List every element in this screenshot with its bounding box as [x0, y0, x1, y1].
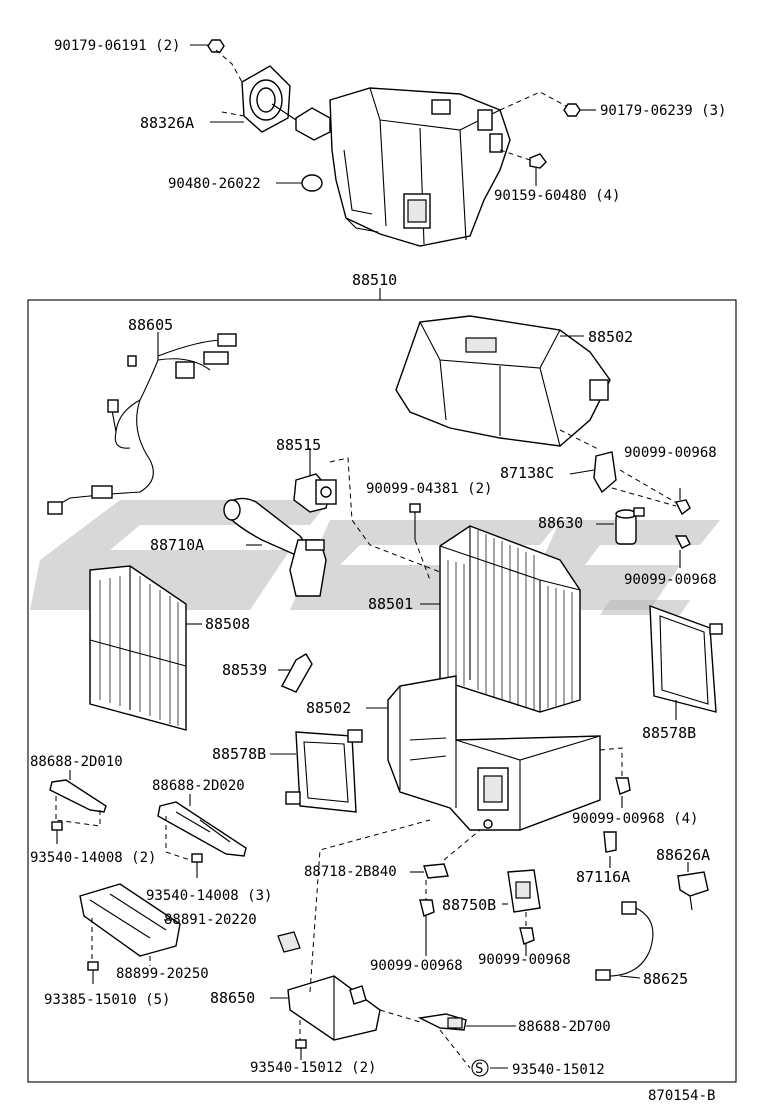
part-88688-2D010 — [49, 779, 107, 813]
screw-93540-14008-3 — [191, 853, 203, 878]
blower-unit-top — [295, 87, 511, 247]
label-87116A: 87116A — [576, 868, 630, 886]
part-88508-filter — [89, 565, 187, 731]
label-93540-14008-2: 93540-14008 (2) — [30, 850, 156, 866]
label-88539: 88539 — [222, 661, 267, 679]
label-88650: 88650 — [210, 989, 255, 1007]
s-mark-circle — [471, 1059, 489, 1077]
label-93540-14008-3: 93540-14008 (3) — [146, 888, 272, 904]
label-88718-2B840: 88718-2B840 — [304, 864, 397, 880]
part-88750B — [507, 869, 541, 913]
part-88502-upper-case — [395, 315, 611, 447]
evaporator-fins — [447, 530, 573, 710]
part-88718-2B840 — [423, 863, 449, 879]
label-90099-00968-a: 90099-00968 — [624, 445, 717, 461]
label-88605: 88605 — [128, 316, 173, 334]
label-88891-20220: 88891-20220 — [164, 912, 257, 928]
screw-93540-15012-2 — [295, 1039, 307, 1060]
screw-90099-00968-a — [674, 499, 691, 516]
label-88688-2D010: 88688-2D010 — [30, 754, 123, 770]
bolt-90099-04381 — [409, 503, 421, 540]
label-90099-00968-d: 90099-00968 — [478, 952, 571, 968]
part-88578B-right — [649, 604, 723, 713]
part-88630 — [615, 507, 645, 545]
callout-labels: 90179-06191 (2) 88326A 90480-26022 90179… — [30, 38, 726, 1104]
label-93540-15012: 93540-15012 — [512, 1062, 605, 1078]
label-88510: 88510 — [352, 271, 397, 289]
nut-90179-06239 — [563, 103, 581, 117]
label-88508: 88508 — [205, 615, 250, 633]
part-88626A — [677, 871, 709, 911]
label-88630: 88630 — [538, 514, 583, 532]
label-90480-26022: 90480-26022 — [168, 176, 261, 192]
label-88625: 88625 — [643, 970, 688, 988]
label-90179-06239: 90179-06239 (3) — [600, 103, 726, 119]
part-88710A-duct — [223, 497, 327, 597]
part-88578B-left — [285, 729, 363, 813]
part-88605-wire-harness — [47, 332, 237, 515]
part-88326A — [241, 65, 291, 133]
part-88515 — [293, 473, 337, 513]
label-88899-20250: 88899-20250 — [116, 966, 209, 982]
part-88502-lower-case — [387, 675, 601, 831]
label-88626A: 88626A — [656, 846, 710, 864]
label-88502-top: 88502 — [588, 328, 633, 346]
diagram-id: 870154-B — [648, 1088, 715, 1104]
screw-93540-14008-2 — [51, 821, 63, 844]
nut-90179-06191 — [207, 39, 225, 53]
label-88326A: 88326A — [140, 114, 194, 132]
part-88650 — [287, 975, 381, 1041]
label-90099-00968-b: 90099-00968 — [624, 572, 717, 588]
screw-90099-00968-d — [519, 927, 535, 945]
label-93540-15012-2: 93540-15012 (2) — [250, 1060, 376, 1076]
label-88688-2D020: 88688-2D020 — [152, 778, 245, 794]
label-90099-00968-4: 90099-00968 (4) — [572, 811, 698, 827]
label-90179-06191: 90179-06191 (2) — [54, 38, 180, 54]
label-88515: 88515 — [276, 436, 321, 454]
part-88688-2D020 — [157, 801, 247, 857]
label-88710A: 88710A — [150, 536, 204, 554]
label-90099-04381: 90099-04381 (2) — [366, 481, 492, 497]
label-88578B-left: 88578B — [212, 745, 266, 763]
part-88899-20250 — [79, 883, 181, 957]
part-88625-sensor — [595, 901, 654, 981]
screw-90099-00968-c — [419, 899, 435, 917]
part-87116A — [603, 831, 617, 853]
label-s-mark: S — [475, 1061, 483, 1077]
washer-90480-26022 — [301, 174, 323, 192]
label-88750B: 88750B — [442, 896, 496, 914]
part-87138C — [593, 451, 617, 494]
label-90099-00968-c: 90099-00968 — [370, 958, 463, 974]
screw-93385-15010 — [87, 961, 99, 984]
part-88891-20220 — [277, 931, 301, 953]
label-93385-15010: 93385-15010 (5) — [44, 992, 170, 1008]
label-88501: 88501 — [368, 595, 413, 613]
screw-90099-00968-4 — [615, 777, 631, 795]
top-assembly — [207, 39, 581, 247]
label-88578B-right: 88578B — [642, 724, 696, 742]
label-90159-60480: 90159-60480 (4) — [494, 188, 620, 204]
label-88502-bottom: 88502 — [306, 699, 351, 717]
assembly-box-88510 — [27, 299, 737, 1083]
label-88688-2D700: 88688-2D700 — [518, 1019, 611, 1035]
screw-90159-60480 — [529, 153, 547, 169]
screw-90099-00968-b — [674, 535, 691, 549]
part-88539 — [281, 653, 313, 693]
label-87138C: 87138C — [500, 464, 554, 482]
part-88688-2D700 — [417, 1013, 467, 1031]
